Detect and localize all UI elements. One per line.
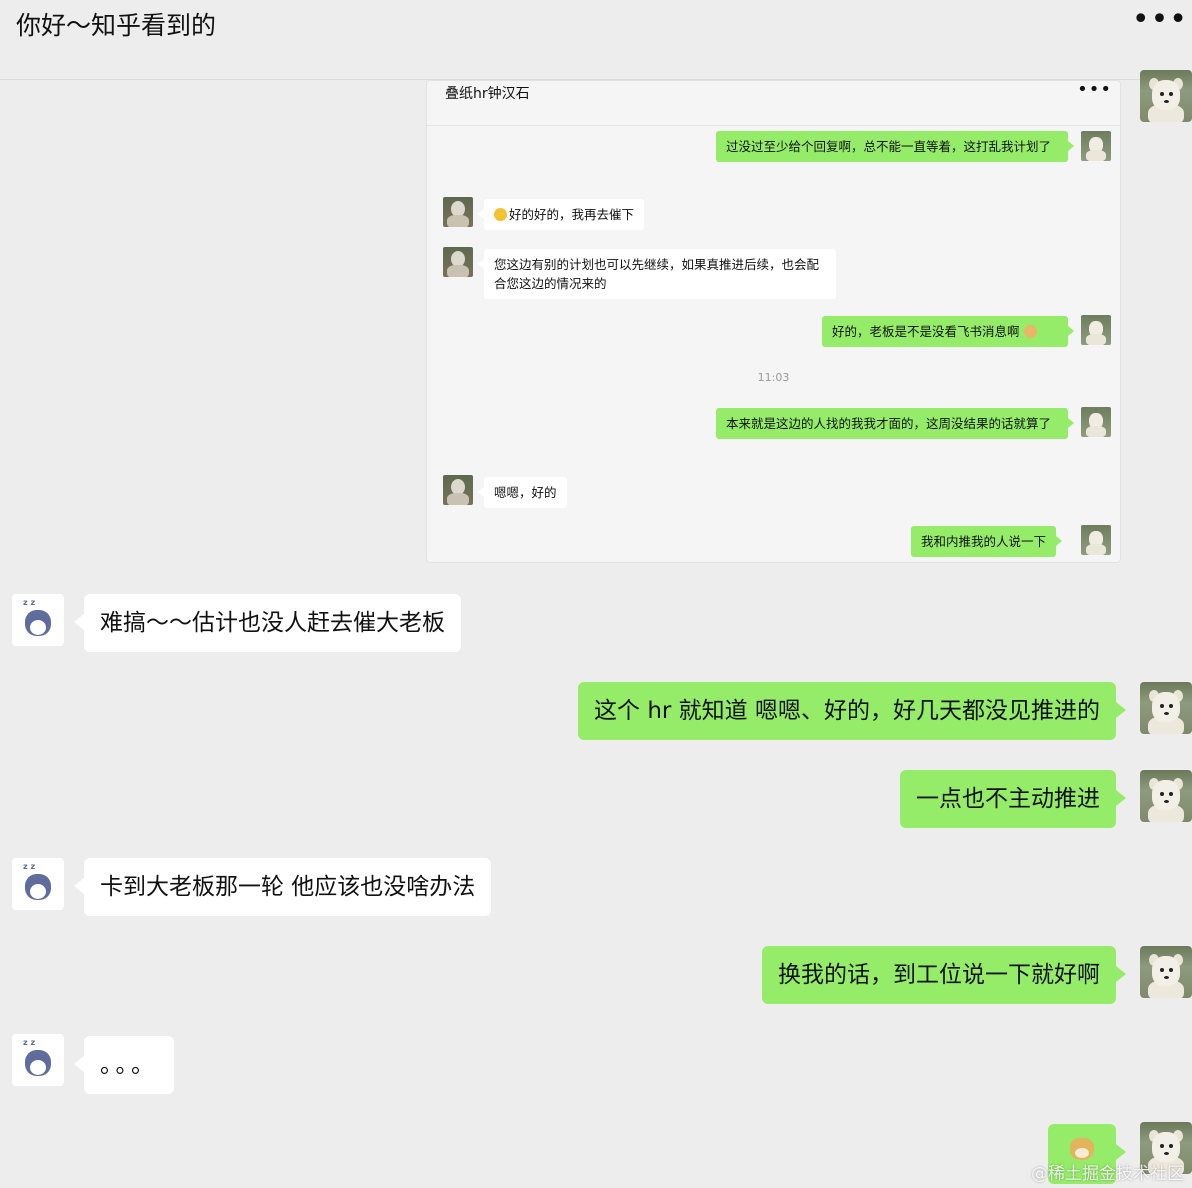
embed-chat-title: 叠纸hr钟汉石 — [445, 86, 530, 102]
message-bubble: 。。。 — [74, 1036, 174, 1094]
embed-divider — [427, 125, 1120, 126]
embed-more-icon: ••• — [1077, 79, 1112, 100]
my-avatar[interactable] — [1140, 70, 1192, 122]
watermark: @稀土掘金技术社区 — [1031, 1164, 1184, 1184]
message-bubble: 换我的话，到工位说一下就好啊 — [762, 946, 1126, 1004]
sweat-emoji-icon — [1023, 325, 1037, 338]
embed-timestamp: 11:03 — [757, 371, 790, 384]
friend-avatar[interactable]: z z — [12, 594, 64, 646]
more-options-icon[interactable]: ••• — [1131, 2, 1188, 37]
doge-sticker-message[interactable] — [1048, 1124, 1126, 1184]
doge-emoji-icon — [1070, 1138, 1094, 1160]
my-avatar[interactable] — [1140, 770, 1192, 822]
laughing-emoji-icon — [494, 208, 507, 221]
embed-message: 好的，老板是不是没看飞书消息啊 — [822, 316, 1074, 347]
chat-header: 你好～知乎看到的 ••• — [0, 0, 1192, 80]
embed-hr-avatar — [443, 247, 473, 277]
embed-hr-avatar — [443, 475, 473, 505]
embed-my-avatar — [1081, 315, 1111, 345]
embed-message: 过没过至少给个回复啊，总不能一直等着，这打乱我计划了 — [716, 131, 1074, 162]
embed-my-avatar — [1081, 407, 1111, 437]
embed-message: 好的好的，我再去催下 — [477, 199, 645, 230]
embed-message: 我和内推我的人说一下 — [911, 526, 1063, 557]
embed-message: 本来就是这边的人找的我我才面的，这周没结果的话就算了 — [716, 408, 1074, 439]
message-bubble: 卡到大老板那一轮 他应该也没啥办法 — [73, 858, 492, 916]
message-bubble: 这个 hr 就知道 嗯嗯、好的，好几天都没见推进的 — [578, 682, 1126, 740]
shared-screenshot-image[interactable]: 叠纸hr钟汉石 ••• 过没过至少给个回复啊，总不能一直等着，这打乱我计划了 好… — [426, 79, 1121, 563]
my-avatar[interactable] — [1140, 682, 1192, 734]
embed-message: 嗯嗯，好的 — [478, 477, 567, 508]
chat-title: 你好～知乎看到的 — [16, 11, 217, 40]
embed-my-avatar — [1081, 131, 1111, 161]
embed-hr-avatar — [443, 197, 473, 227]
message-bubble: 一点也不主动推进 — [900, 770, 1126, 828]
embed-message: 您这边有别的计划也可以先继续，如果真推进后续，也会配合您这边的情况来的 — [478, 249, 836, 299]
message-bubble: 难搞～～估计也没人赶去催大老板 — [74, 594, 461, 652]
embed-my-avatar — [1081, 525, 1111, 555]
my-avatar[interactable] — [1140, 1122, 1192, 1174]
friend-avatar[interactable]: z z — [12, 858, 64, 910]
my-avatar[interactable] — [1140, 946, 1192, 998]
friend-avatar[interactable]: z z — [12, 1034, 64, 1086]
